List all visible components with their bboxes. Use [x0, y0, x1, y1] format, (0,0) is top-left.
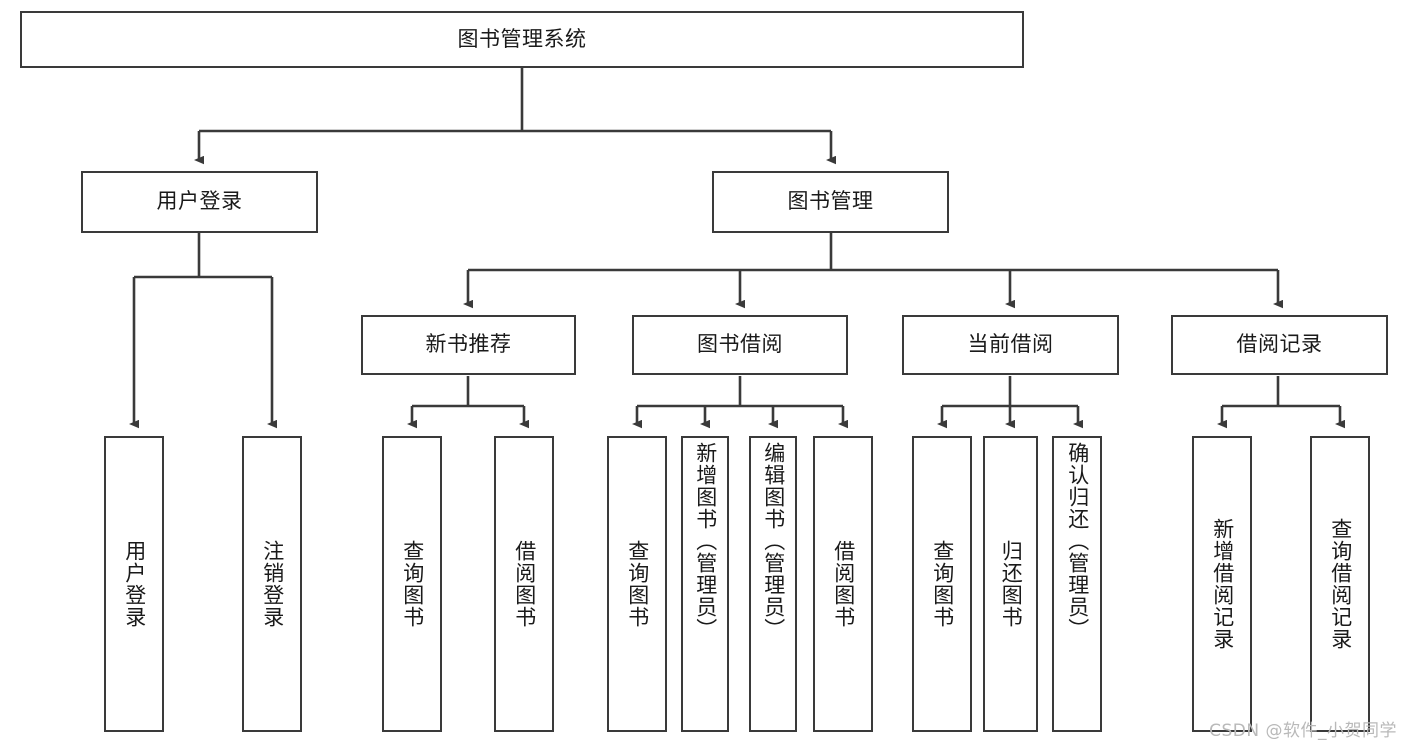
node-root-label: 图书管理系统: [457, 26, 587, 51]
node-leaf-return-book-label: 归还图书: [999, 540, 1024, 628]
node-new-book-recommend[interactable]: 新书推荐: [361, 315, 576, 375]
node-leaf-user-logout-label: 注销登录: [260, 540, 285, 628]
node-leaf-return-book[interactable]: 归还图书: [983, 436, 1038, 732]
node-new-book-recommend-label: 新书推荐: [425, 332, 512, 357]
node-leaf-query-book-2-label: 查询图书: [625, 540, 650, 628]
node-leaf-add-record[interactable]: 新增借阅记录: [1192, 436, 1252, 732]
node-leaf-query-book-1[interactable]: 查询图书: [382, 436, 442, 732]
node-leaf-borrow-book-2-label: 借阅图书: [831, 540, 856, 628]
node-leaf-borrow-book-1[interactable]: 借阅图书: [494, 436, 554, 732]
node-book-borrow-label: 图书借阅: [697, 332, 783, 357]
node-book-manage-label: 图书管理: [787, 189, 874, 214]
node-leaf-add-book[interactable]: 新增图书（管理员）: [681, 436, 729, 732]
node-leaf-borrow-book-1-label: 借阅图书: [512, 540, 537, 628]
node-leaf-confirm-return-label: 确认归还（管理员）: [1065, 442, 1090, 640]
node-leaf-add-book-label: 新增图书（管理员）: [693, 442, 718, 640]
node-leaf-user-logout[interactable]: 注销登录: [242, 436, 302, 732]
node-leaf-edit-book-label: 编辑图书（管理员）: [761, 442, 786, 640]
node-leaf-user-login[interactable]: 用户登录: [104, 436, 164, 732]
node-leaf-query-book-3[interactable]: 查询图书: [912, 436, 972, 732]
node-leaf-borrow-book-2[interactable]: 借阅图书: [813, 436, 873, 732]
node-current-borrow[interactable]: 当前借阅: [902, 315, 1119, 375]
node-book-manage[interactable]: 图书管理: [712, 171, 949, 233]
node-leaf-query-book-1-label: 查询图书: [400, 540, 425, 628]
node-user-login[interactable]: 用户登录: [81, 171, 318, 233]
node-borrow-record[interactable]: 借阅记录: [1171, 315, 1388, 375]
node-borrow-record-label: 借阅记录: [1236, 332, 1323, 357]
node-leaf-user-login-label: 用户登录: [122, 540, 147, 628]
node-leaf-edit-book[interactable]: 编辑图书（管理员）: [749, 436, 797, 732]
node-root[interactable]: 图书管理系统: [20, 11, 1024, 68]
watermark-text: CSDN @软件_小贺同学: [1209, 721, 1397, 741]
node-leaf-confirm-return[interactable]: 确认归还（管理员）: [1052, 436, 1102, 732]
node-leaf-query-record-label: 查询借阅记录: [1328, 518, 1353, 650]
node-user-login-label: 用户登录: [156, 189, 243, 214]
node-leaf-query-book-2[interactable]: 查询图书: [607, 436, 667, 732]
node-leaf-query-book-3-label: 查询图书: [930, 540, 955, 628]
node-leaf-add-record-label: 新增借阅记录: [1210, 518, 1235, 650]
node-current-borrow-label: 当前借阅: [967, 332, 1054, 357]
node-book-borrow[interactable]: 图书借阅: [632, 315, 848, 375]
node-leaf-query-record[interactable]: 查询借阅记录: [1310, 436, 1370, 732]
